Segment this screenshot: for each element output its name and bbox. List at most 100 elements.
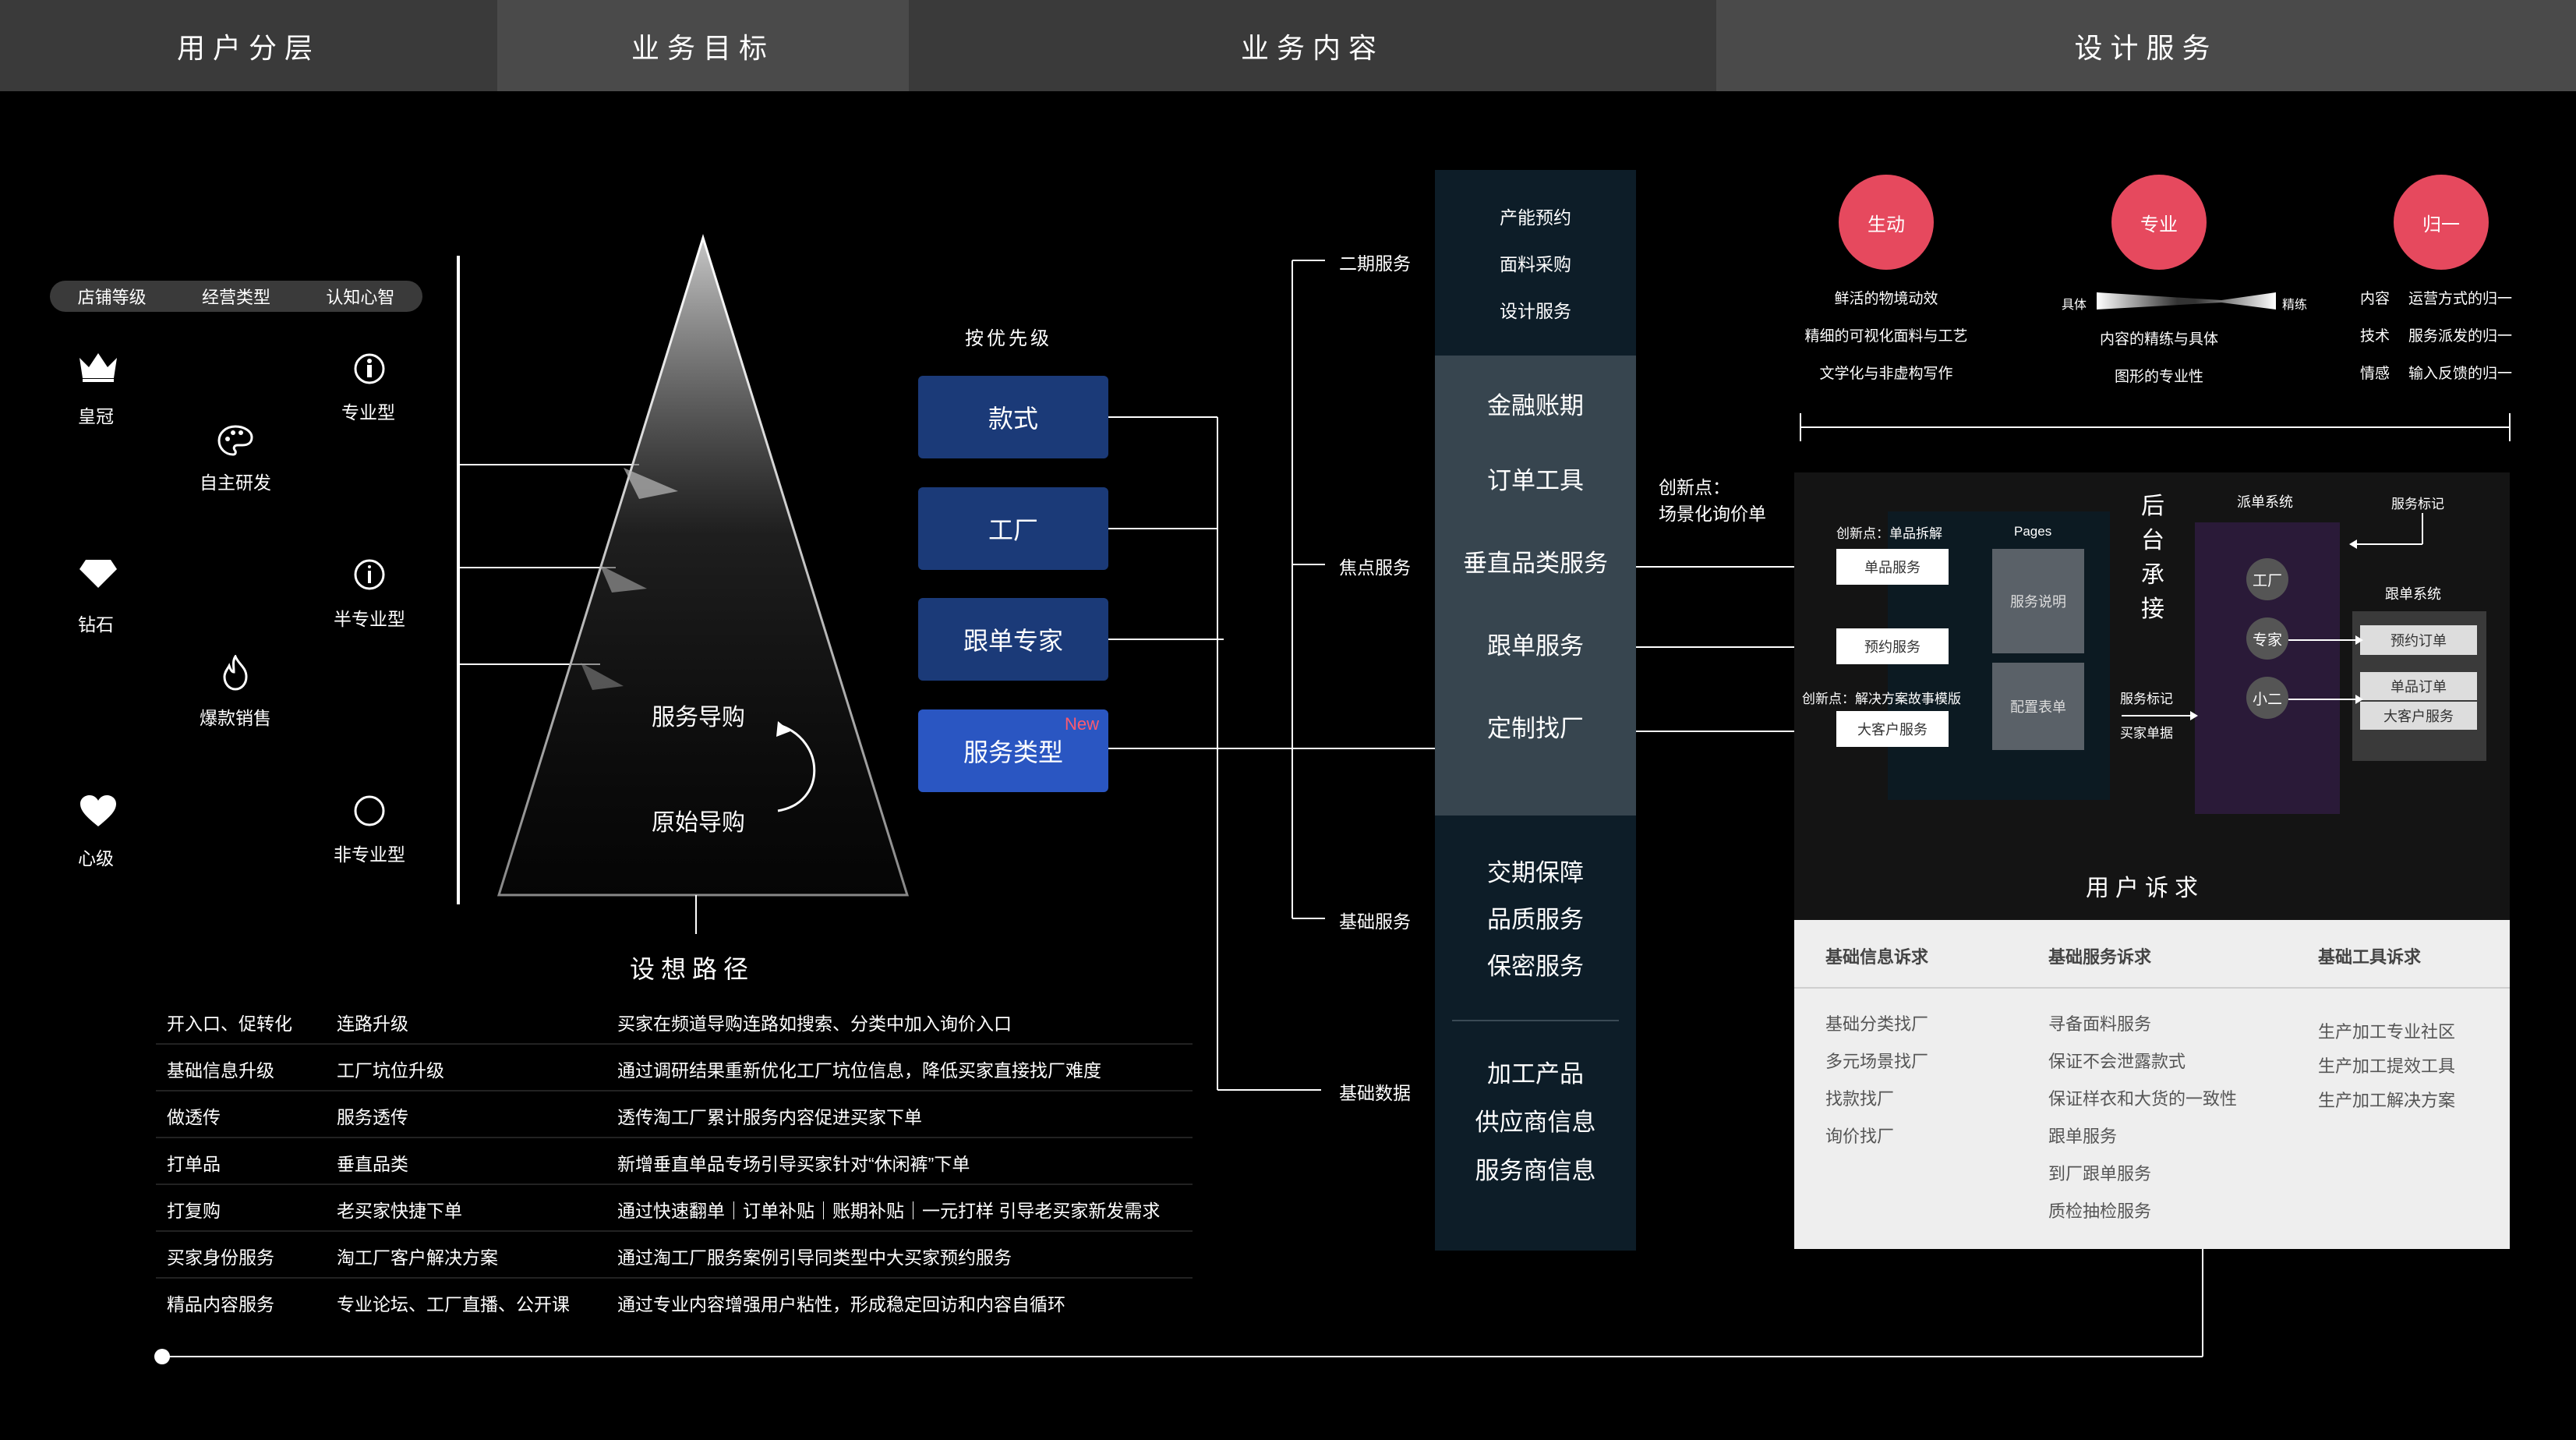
biz-type-hot-label: 爆款销售 bbox=[200, 708, 271, 728]
request-item: 寻备面料服务 bbox=[2048, 1014, 2152, 1034]
table-cell: 买家在频道导购连路如搜索、分类中加入询价入口 bbox=[617, 1014, 1012, 1034]
tracking-label: 跟单系统 bbox=[2385, 586, 2441, 602]
principle-vivid: 生动 bbox=[1839, 175, 1934, 270]
palette-icon bbox=[212, 421, 259, 460]
unify-row: 内容运营方式的归一 bbox=[2360, 291, 2513, 307]
table-cell: 老买家快捷下单 bbox=[337, 1201, 462, 1221]
request-item: 生产加工专业社区 bbox=[2318, 1022, 2456, 1042]
branch-basic: 基础服务 bbox=[1339, 911, 1411, 932]
service-mark2-label: 服务标记 bbox=[2391, 497, 2444, 511]
tracking-single-box: 单品订单 bbox=[2360, 672, 2477, 700]
table-row: 基础信息升级 工厂坑位升级 通过调研结果重新优化工厂坑位信息，降低买家直接找厂难… bbox=[156, 1043, 1193, 1091]
table-cell: 打复购 bbox=[167, 1201, 221, 1221]
table-cell: 新增垂直单品专场引导买家针对“休闲裤”下单 bbox=[617, 1154, 970, 1174]
request-item: 保证样衣和大货的一致性 bbox=[2048, 1089, 2238, 1109]
section-focus: 金融账期 订单工具 垂直品类服务 跟单服务 定制找厂 bbox=[1435, 356, 1636, 816]
vivid-item: 精细的可视化面料与工艺 bbox=[1804, 328, 1968, 345]
info-half-icon bbox=[346, 555, 393, 594]
branch-focus: 焦点服务 bbox=[1339, 557, 1411, 578]
table-cell: 通过调研结果重新优化工厂坑位信息，降低买家直接找厂难度 bbox=[617, 1060, 1101, 1081]
table-row: 精品内容服务 专业论坛、工厂直播、公开课 通过专业内容增强用户粘性，形成稳定回访… bbox=[156, 1277, 1193, 1324]
phase2-item: 设计服务 bbox=[1500, 301, 1571, 321]
requests-title: 用户诉求 bbox=[2086, 876, 2204, 901]
table-cell: 买家身份服务 bbox=[167, 1247, 274, 1268]
vivid-item: 鲜活的物境动效 bbox=[1834, 291, 1938, 307]
tracking-big-box: 大客户服务 bbox=[2360, 702, 2477, 730]
cognition-non-label: 非专业型 bbox=[334, 844, 405, 865]
table-cell: 开入口、促转化 bbox=[167, 1014, 292, 1034]
crown-icon bbox=[75, 347, 122, 386]
header-design-service: 设计服务 bbox=[1716, 0, 2576, 91]
requests-panel: 基础信息诉求 基础服务诉求 基础工具诉求 基础分类找厂 多元场景找厂 找款找厂 … bbox=[1794, 920, 2510, 1249]
table-cell: 做透传 bbox=[167, 1107, 221, 1127]
request-item: 多元场景找厂 bbox=[1825, 1052, 1929, 1071]
unify-row: 技术服务派发的归一 bbox=[2360, 328, 2513, 345]
header-user-layer: 用户分层 bbox=[0, 0, 497, 91]
focus-item: 垂直品类服务 bbox=[1463, 550, 1608, 577]
phase2-item: 面料采购 bbox=[1500, 254, 1571, 274]
priority-service-type: 服务类型 New bbox=[918, 709, 1108, 792]
basic-item: 保密服务 bbox=[1487, 953, 1584, 980]
table-cell: 精品内容服务 bbox=[167, 1294, 274, 1314]
table-row: 打复购 老买家快捷下单 通过快速翻单｜订单补贴｜账期补贴｜一元打样 引导老买家新… bbox=[156, 1183, 1193, 1232]
backend-arrows bbox=[2122, 513, 2423, 720]
user-layer-pill: 店铺等级 经营类型 认知心智 bbox=[50, 281, 422, 312]
branch-phase2: 二期服务 bbox=[1339, 253, 1411, 274]
level-crown-label: 皇冠 bbox=[78, 406, 114, 426]
big-client-box: 大客户服务 bbox=[1836, 711, 1949, 747]
pill-shop-level: 店铺等级 bbox=[77, 288, 147, 307]
focus-item: 金融账期 bbox=[1487, 392, 1584, 419]
dispatch-node-xiaoer: 小二 bbox=[2246, 677, 2288, 719]
request-item: 生产加工解决方案 bbox=[2318, 1091, 2456, 1110]
phase2-item: 产能预约 bbox=[1500, 207, 1571, 228]
service-desc-box: 服务说明 bbox=[1992, 549, 2084, 653]
request-item: 保证不会泄露款式 bbox=[2048, 1052, 2186, 1071]
innov-story-label: 创新点：解决方案故事模版 bbox=[1802, 692, 1961, 706]
data-item: 服务商信息 bbox=[1475, 1157, 1596, 1184]
table-row: 打单品 垂直品类 新增垂直单品专场引导买家针对“休闲裤”下单 bbox=[156, 1137, 1193, 1185]
table-cell: 服务透传 bbox=[337, 1107, 408, 1127]
table-cell: 通过专业内容增强用户粘性，形成稳定回访和内容自循环 bbox=[617, 1294, 1065, 1314]
level-heart-label: 心级 bbox=[78, 848, 114, 869]
table-cell: 专业论坛、工厂直播、公开课 bbox=[337, 1294, 570, 1314]
focus-item: 订单工具 bbox=[1487, 467, 1584, 494]
backend-panel: 后 台 承 接 创新点：单品拆解 单品服务 预约服务 创新点：解决方案故事模版 … bbox=[1794, 472, 2510, 920]
table-cell: 垂直品类 bbox=[337, 1154, 408, 1174]
single-service-box: 单品服务 bbox=[1836, 549, 1949, 585]
table-cell: 打单品 bbox=[167, 1154, 221, 1174]
booking-service-box: 预约服务 bbox=[1836, 628, 1949, 664]
request-item: 生产加工提效工具 bbox=[2318, 1056, 2456, 1076]
dispatch-node-factory: 工厂 bbox=[2246, 558, 2288, 600]
backend-title: 后 台 承 接 bbox=[2141, 494, 2164, 622]
heart-icon bbox=[75, 791, 122, 830]
request-item: 找款找厂 bbox=[1825, 1089, 1895, 1109]
principle-pro: 专业 bbox=[2111, 175, 2207, 270]
priority-service-type-label: 服务类型 bbox=[963, 738, 1063, 766]
new-badge: New bbox=[1064, 714, 1099, 734]
data-item: 加工产品 bbox=[1487, 1060, 1584, 1088]
table-cell: 通过淘工厂服务案例引导同类型中大买家预约服务 bbox=[617, 1247, 1012, 1268]
table-cell: 连路升级 bbox=[337, 1014, 408, 1034]
table-row: 买家身份服务 淘工厂客户解决方案 通过淘工厂服务案例引导同类型中大买家预约服务 bbox=[156, 1230, 1193, 1279]
principle-unify: 归一 bbox=[2394, 175, 2489, 270]
request-item: 跟单服务 bbox=[2048, 1127, 2118, 1146]
dispatch-label: 派单系统 bbox=[2237, 494, 2293, 510]
table-cell: 透传淘工厂累计服务内容促进买家下单 bbox=[617, 1107, 922, 1127]
cognition-pro-label: 专业型 bbox=[341, 402, 395, 423]
info-full-icon bbox=[346, 349, 393, 388]
unify-list: 内容运营方式的归一 技术服务派发的归一 情感输入反馈的归一 bbox=[2360, 287, 2563, 399]
pro-left-label: 具体 bbox=[2062, 299, 2087, 312]
section-basic-data: 交期保障 品质服务 保密服务 加工产品 供应商信息 服务商信息 bbox=[1435, 816, 1636, 1251]
buyer-data-label: 买家单据 bbox=[2120, 726, 2173, 741]
innovation-value: 场景化询价单 bbox=[1659, 504, 1766, 524]
request-col-service-head: 基础服务诉求 bbox=[2048, 947, 2152, 967]
priority-title: 按优先级 bbox=[965, 328, 1052, 349]
data-item: 供应商信息 bbox=[1475, 1109, 1596, 1136]
pyramid-shape bbox=[496, 233, 910, 897]
pill-cognition: 认知心智 bbox=[326, 288, 395, 307]
pro-right-label: 精练 bbox=[2282, 299, 2308, 312]
innov-single-label: 创新点：单品拆解 bbox=[1836, 526, 1942, 541]
flame-icon bbox=[212, 653, 259, 692]
biz-type-rd-label: 自主研发 bbox=[200, 472, 271, 493]
